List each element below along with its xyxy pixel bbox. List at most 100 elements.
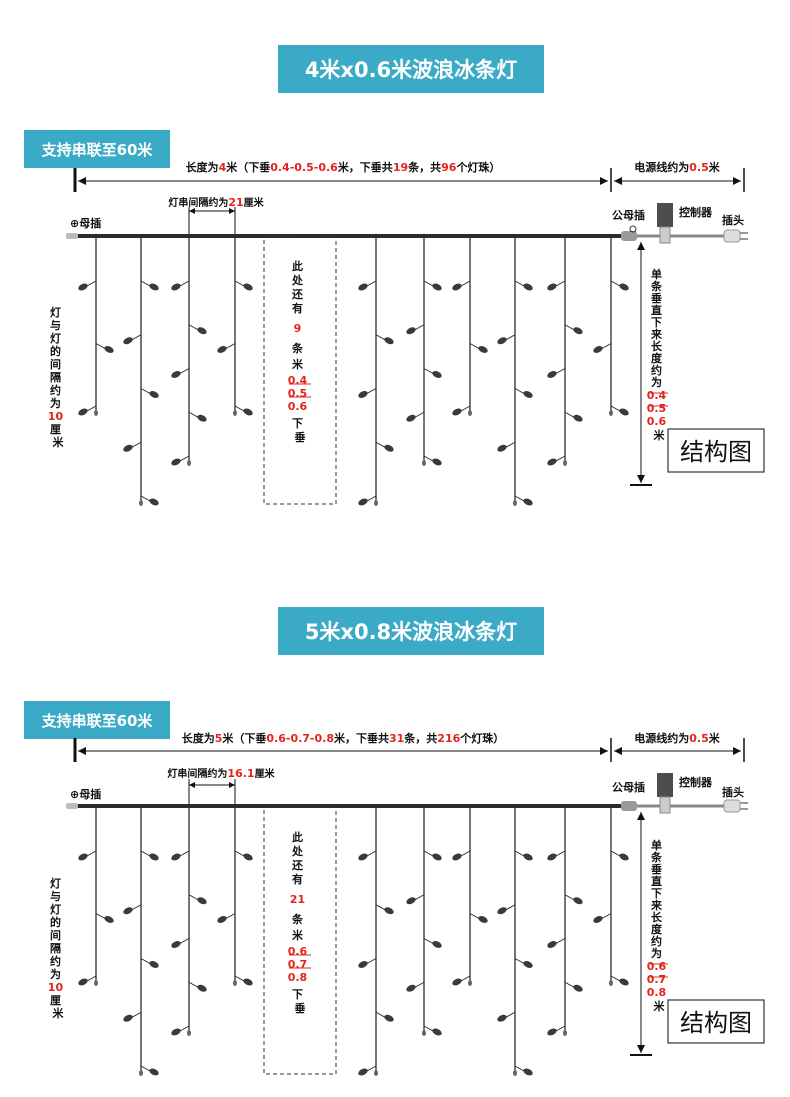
led-bead bbox=[497, 444, 507, 452]
strand-end-cap bbox=[563, 1030, 567, 1036]
bead-stem bbox=[460, 280, 471, 287]
led-bead bbox=[358, 853, 368, 861]
strand-end-cap bbox=[94, 980, 98, 986]
badge-series-connect bbox=[24, 701, 170, 739]
bead-stem bbox=[234, 280, 245, 287]
badge-text: 支持串联至60米 bbox=[41, 141, 154, 159]
strand-end-cap bbox=[468, 410, 472, 416]
strand-end-cap bbox=[187, 460, 191, 466]
led-bead bbox=[197, 414, 207, 422]
led-bead bbox=[547, 458, 557, 466]
bead-stem bbox=[375, 904, 386, 911]
led-bead bbox=[171, 1028, 181, 1036]
led-bead bbox=[384, 337, 394, 345]
led-bead bbox=[217, 916, 227, 923]
strand-end-cap bbox=[374, 1070, 378, 1076]
led-bead bbox=[523, 498, 533, 506]
controller-label: 控制器 bbox=[679, 775, 713, 789]
strand-end-cap bbox=[513, 1070, 517, 1076]
bead-stem bbox=[610, 850, 621, 857]
bead-stem bbox=[140, 280, 151, 287]
bead-stem bbox=[460, 975, 471, 982]
led-bead bbox=[523, 283, 533, 291]
led-bead bbox=[619, 283, 629, 291]
strand-end-cap bbox=[233, 410, 237, 416]
length-label: 长度为4米（下垂0.4-0.5-0.6米，下垂共19条，共96个灯珠） bbox=[186, 160, 501, 174]
female-plug-end bbox=[66, 803, 78, 809]
led-bead bbox=[406, 414, 416, 422]
panel-5m-icicle-light: 5米x0.8米波浪冰条灯 支持串联至60米 长度为5米（下垂0.6-0.7-0.… bbox=[0, 549, 790, 1097]
led-bead bbox=[217, 346, 227, 353]
led-bead bbox=[171, 853, 181, 861]
led-bead bbox=[243, 408, 253, 416]
bead-stem bbox=[366, 958, 377, 964]
led-bead bbox=[243, 283, 253, 291]
led-bead bbox=[452, 283, 462, 291]
badge-text: 支持串联至60米 bbox=[41, 712, 154, 730]
bead-stem bbox=[505, 1011, 516, 1018]
bead-stem bbox=[366, 1065, 377, 1072]
strand-end-cap bbox=[422, 460, 426, 466]
drop-length-note: 单 条 垂 直 下 来 长 度 约 为 0.6 0.7 0.8 米 bbox=[647, 834, 672, 1013]
plug-label: 插头 bbox=[722, 213, 744, 227]
led-bead bbox=[197, 897, 207, 905]
strand-end-cap bbox=[94, 410, 98, 416]
structure-label: 结构图 bbox=[680, 1009, 752, 1037]
led-bead bbox=[523, 853, 533, 861]
bead-stem bbox=[131, 441, 142, 448]
omitted-drops-box bbox=[263, 805, 337, 1075]
strand-end-cap bbox=[513, 500, 517, 506]
led-bead bbox=[432, 458, 442, 466]
led-bead bbox=[547, 371, 557, 378]
title-text: 5米x0.8米波浪冰条灯 bbox=[305, 620, 517, 644]
controller-base bbox=[659, 226, 671, 244]
bead-stem bbox=[234, 405, 245, 412]
bead-stem bbox=[610, 975, 621, 982]
led-bead bbox=[452, 853, 462, 861]
length-label: 长度为5米（下垂0.6-0.7-0.8米，下垂共31条，共216个灯珠） bbox=[182, 731, 505, 745]
bead-stem bbox=[414, 981, 425, 988]
connector-symbol bbox=[629, 225, 637, 233]
bead-stem bbox=[366, 280, 377, 287]
led-bead bbox=[123, 444, 133, 452]
bead-stem bbox=[414, 324, 425, 331]
led-bead bbox=[78, 283, 88, 291]
bead-stem bbox=[188, 981, 199, 988]
icicle-drops bbox=[78, 236, 629, 506]
strand-end-cap bbox=[609, 980, 613, 986]
bead-stem bbox=[375, 441, 386, 448]
icicle-drops bbox=[78, 806, 629, 1076]
bead-stem bbox=[423, 938, 434, 944]
bead-stem bbox=[423, 280, 434, 287]
bead-stem bbox=[188, 411, 199, 418]
led-bead bbox=[384, 1014, 394, 1022]
bead-stem bbox=[86, 280, 97, 287]
bead-stem bbox=[131, 904, 142, 911]
bead-stem bbox=[140, 495, 151, 502]
diagram-5m: 5米x0.8米波浪冰条灯 支持串联至60米 长度为5米（下垂0.6-0.7-0.… bbox=[24, 607, 765, 1076]
led-bead bbox=[593, 346, 603, 353]
controller-box bbox=[657, 203, 673, 227]
led-bead bbox=[123, 907, 133, 915]
diagram-4m: 4米x0.6米波浪冰条灯 支持串联至60米 长度为4米（下垂0.4-0.5-0.… bbox=[24, 45, 765, 506]
led-bead bbox=[197, 327, 207, 335]
middle-note: 此 处 还 有 9 条 米 0.4 0.5 0.6 下 垂 bbox=[288, 255, 313, 444]
bead-stem bbox=[514, 1065, 525, 1072]
bead-stem bbox=[564, 324, 575, 331]
led-bead bbox=[149, 391, 159, 398]
string-spacing-label: 灯串间隔约为16.1厘米 bbox=[167, 767, 275, 780]
bead-stem bbox=[140, 958, 151, 964]
led-bead bbox=[171, 941, 181, 948]
led-bead bbox=[358, 283, 368, 291]
led-bead bbox=[384, 444, 394, 452]
controller-label: 控制器 bbox=[679, 205, 713, 219]
bead-stem bbox=[140, 850, 151, 857]
bead-stem bbox=[555, 850, 566, 857]
bead-stem bbox=[86, 405, 97, 412]
plug-body bbox=[723, 229, 741, 243]
led-bead bbox=[573, 984, 583, 992]
bead-stem bbox=[505, 334, 516, 341]
led-bead bbox=[619, 853, 629, 861]
female-plug-label: ⊕母插 bbox=[70, 216, 101, 230]
strand-end-cap bbox=[563, 460, 567, 466]
